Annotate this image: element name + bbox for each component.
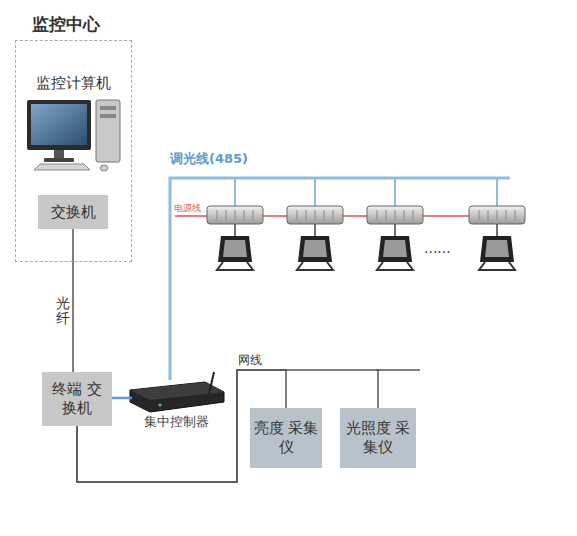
pc-tower [96, 100, 120, 162]
pc-drive [100, 106, 116, 110]
monitor-frame [27, 100, 91, 150]
floodlight-lens [303, 240, 327, 257]
bus-label: 调光线(485) [170, 150, 248, 168]
driver-fin [306, 210, 307, 220]
monitor-screen [31, 104, 87, 145]
node-label: 光照度 采集仪 [343, 419, 413, 457]
monitor-base [44, 158, 74, 162]
lamp-cable [314, 224, 316, 236]
bus-drop [234, 178, 236, 206]
status-led [159, 404, 162, 407]
fiber-label: 光纤 [56, 296, 70, 327]
terminal-switch-box: 终端 交换机 [42, 372, 112, 426]
node-label: 监控计算机 [36, 74, 111, 93]
bus-drop [394, 178, 396, 206]
monitor-computer: 监控计算机 [20, 74, 127, 174]
floodlight-bracket [217, 262, 253, 270]
node-label: 亮度 采集仪 [253, 419, 319, 457]
region-heading: 监控中心 [32, 13, 100, 36]
floodlight-body [480, 236, 514, 262]
lamp-driver [469, 206, 525, 236]
floodlight-lens [383, 240, 407, 257]
driver-fin [324, 210, 325, 220]
floodlight-body [218, 236, 252, 262]
driver-fin [515, 210, 516, 220]
lamp-driver [367, 206, 423, 236]
lamp-cable [394, 224, 396, 236]
fiber-connector [72, 229, 74, 372]
driver-fin [479, 210, 480, 220]
computer-icon [27, 100, 120, 171]
brightness-sensor-box: 亮度 采集仪 [250, 408, 322, 468]
floodlight-lens [223, 240, 247, 257]
keyboard [34, 164, 90, 170]
driver-fin [506, 210, 507, 220]
lamp-driver [207, 206, 263, 236]
bus-drop [496, 178, 498, 206]
dimming-bus-485 [170, 178, 510, 380]
monitor-center-region: 监控中心监控计算机交换机 [15, 40, 132, 262]
driver-body [287, 206, 343, 224]
floodlight [377, 236, 413, 270]
driver-fin [404, 210, 405, 220]
ellipsis: ...... [424, 240, 451, 256]
driver-fin [235, 210, 236, 220]
driver-fin [226, 210, 227, 220]
driver-body [469, 206, 525, 224]
driver-fin [217, 210, 218, 220]
driver-fin [244, 210, 245, 220]
network-bus [376, 369, 420, 371]
driver-fin [377, 210, 378, 220]
floodlight-body [378, 236, 412, 262]
mouse [100, 165, 108, 171]
power-line-label: 电源线 [174, 202, 201, 215]
controller-antenna [208, 372, 214, 398]
driver-fin [333, 210, 334, 220]
controller-icon [130, 372, 224, 412]
floodlight-bracket [479, 262, 515, 270]
monitor-neck [54, 150, 64, 158]
floodlight-body [298, 236, 332, 262]
switch-box: 交换机 [38, 195, 108, 229]
driver-body [207, 206, 263, 224]
driver-body [367, 206, 423, 224]
floodlight [479, 236, 515, 270]
lamp-driver [287, 206, 343, 236]
floodlight-bracket [377, 262, 413, 270]
driver-fin [297, 210, 298, 220]
driver-fin [413, 210, 414, 220]
floodlight-lens [485, 240, 509, 257]
node-label: 终端 交换机 [45, 380, 109, 418]
central-controller: 集中控制器 [122, 378, 230, 430]
driver-fin [315, 210, 316, 220]
illuminance-sensor-box: 光照度 采集仪 [340, 408, 416, 468]
cable-connector [112, 397, 132, 400]
driver-fin [497, 210, 498, 220]
edge-label: 网线 [238, 352, 262, 369]
node-label: 集中控制器 [144, 414, 209, 430]
driver-fin [386, 210, 387, 220]
node-label: 交换机 [51, 203, 96, 222]
lamp-cable [496, 224, 498, 236]
driver-fin [395, 210, 396, 220]
floodlight [217, 236, 253, 270]
driver-fin [488, 210, 489, 220]
lamp-cable [234, 224, 236, 236]
floodlight-bracket [297, 262, 333, 270]
bus-drop [314, 178, 316, 206]
network-connector [77, 370, 378, 482]
driver-fin [253, 210, 254, 220]
pc-drive [100, 114, 116, 118]
floodlight [297, 236, 333, 270]
